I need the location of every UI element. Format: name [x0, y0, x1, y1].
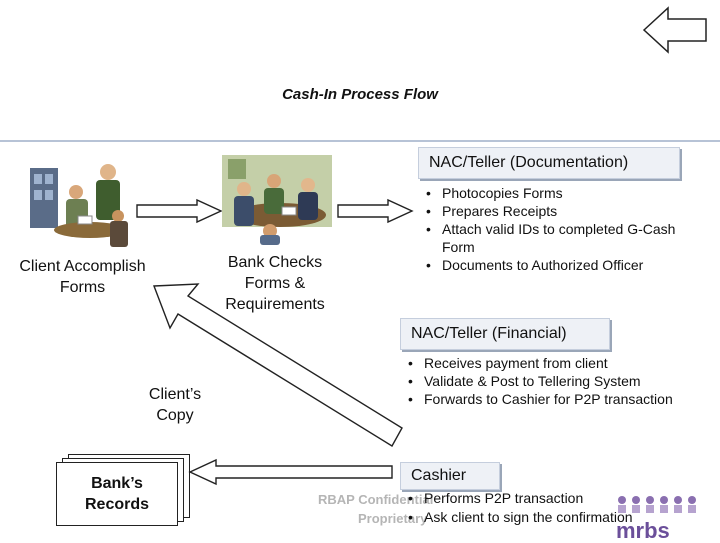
bank-step-line1: Bank Checks	[227, 254, 323, 271]
cashier-item: Performs P2P transaction	[406, 489, 706, 508]
documentation-item: Photocopies Forms	[424, 184, 688, 202]
client-step-line1: Client Accomplish	[19, 258, 146, 275]
bank-meeting-illustration	[222, 155, 332, 245]
bank-step-label: Bank Checks Forms & Requirements	[205, 252, 345, 315]
documentation-heading: NAC/Teller (Documentation)	[429, 154, 629, 171]
banks-records-line1: Bank’s	[91, 475, 143, 492]
back-arrow-icon[interactable]	[640, 4, 710, 56]
arrow-cashier-to-records	[188, 458, 393, 486]
financial-item: Validate & Post to Tellering System	[406, 372, 696, 390]
page-title: Cash-In Process Flow	[282, 86, 438, 103]
financial-heading: NAC/Teller (Financial)	[411, 325, 567, 342]
documentation-item: Attach valid IDs to completed G-Cash For…	[424, 220, 688, 256]
client-step-label: Client Accomplish Forms	[0, 256, 165, 298]
client-step-line2: Forms	[59, 279, 106, 296]
mrbs-logo: mrbs	[612, 494, 712, 542]
bank-step-line3: Requirements	[225, 296, 325, 313]
arrow-return-to-client	[153, 283, 403, 447]
arrow-client-to-bank	[136, 198, 223, 224]
cashier-list: Performs P2P transaction Ask client to s…	[406, 489, 706, 527]
cashier-item: Ask client to sign the confirmation	[406, 508, 706, 527]
cashier-heading: Cashier	[411, 467, 467, 484]
financial-heading-box: NAC/Teller (Financial)	[400, 318, 610, 350]
financial-list: Receives payment from client Validate & …	[406, 354, 696, 408]
documentation-list: Photocopies Forms Prepares Receipts Atta…	[424, 184, 688, 274]
financial-item: Forwards to Cashier for P2P transaction	[406, 390, 696, 408]
arrow-bank-to-documentation	[337, 198, 414, 224]
banks-records-label: Bank’s Records	[57, 463, 177, 515]
financial-item: Receives payment from client	[406, 354, 696, 372]
banks-records-line2: Records	[84, 496, 150, 513]
watermark-line1: RBAP Confidential	[318, 492, 434, 507]
documentation-item: Documents to Authorized Officer	[424, 256, 688, 274]
clients-copy-label: Client’s Copy	[120, 384, 230, 426]
client-meeting-illustration	[30, 164, 128, 247]
cashier-heading-box: Cashier	[400, 462, 500, 490]
divider	[0, 140, 720, 142]
clients-copy-line2: Copy	[156, 407, 194, 424]
documentation-item: Prepares Receipts	[424, 202, 688, 220]
logo-text: mrbs	[616, 518, 670, 543]
clients-copy-line1: Client’s	[148, 386, 202, 403]
records-sheet-front: Bank’s Records	[56, 462, 178, 526]
logo-figures-icon	[618, 496, 696, 513]
bank-step-line2: Forms &	[244, 275, 306, 292]
documentation-heading-box: NAC/Teller (Documentation)	[418, 147, 680, 179]
